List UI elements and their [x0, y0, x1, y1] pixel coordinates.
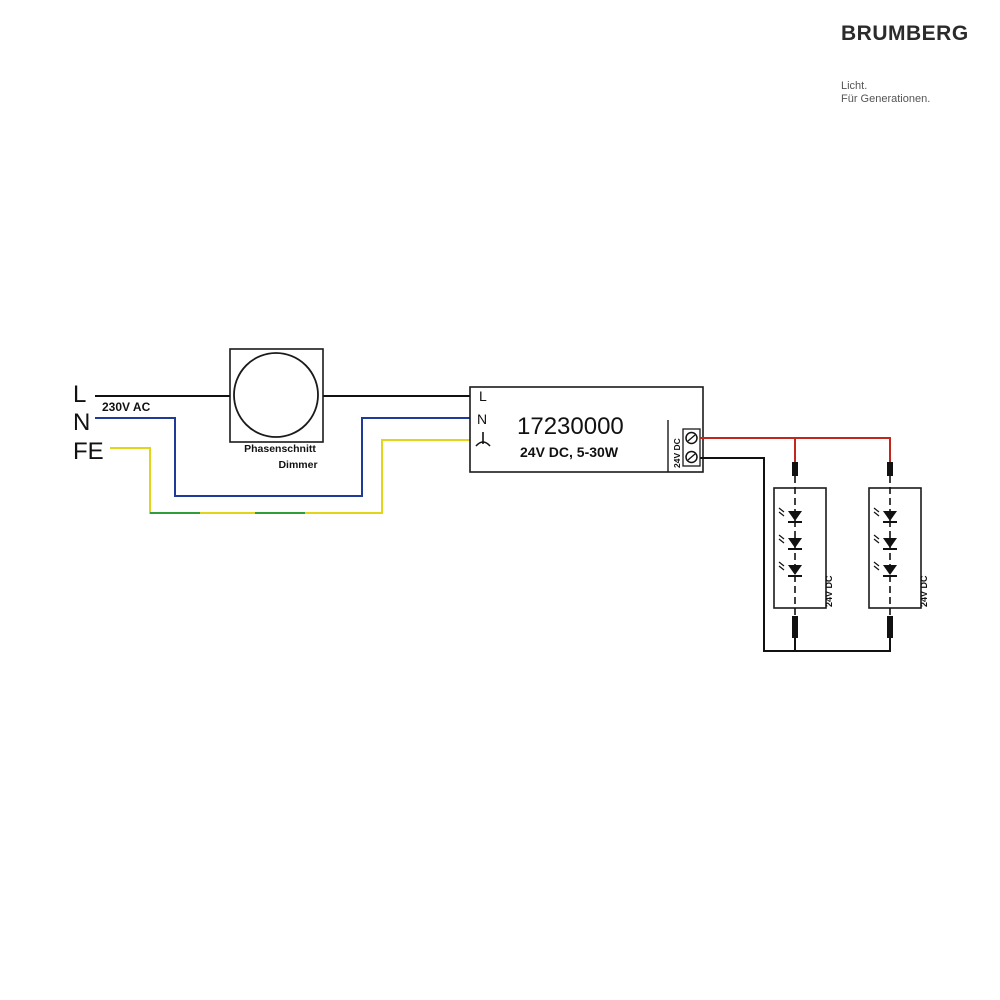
brand-tagline-line1: Licht. [841, 80, 868, 92]
led-diode-icon [778, 507, 802, 523]
led-module: 24V DC [773, 462, 834, 638]
driver-spec: 24V DC, 5-30W [520, 444, 619, 460]
brand-tagline-line2: Für Generationen. [841, 93, 931, 105]
terminal-screw-slot-icon [687, 434, 696, 442]
driver-output-label: 24V DC [672, 438, 682, 468]
dimmer-label-line2: Dimmer [278, 459, 317, 471]
dimmer-label-line1: Phasenschnitt [244, 443, 316, 455]
led-modules: 24V DC 24V DC [773, 462, 929, 638]
led-diode-icon [873, 534, 897, 550]
mains-l-label: L [73, 381, 86, 408]
brand-logo: BRUMBERG [841, 22, 969, 45]
connector-icon [887, 616, 893, 638]
brand-tagline: Licht. Für Generationen. [841, 80, 969, 106]
led-diode-icon [778, 534, 802, 550]
dimmer-knob-icon [233, 352, 319, 438]
led-diode-icon [778, 561, 802, 577]
driver-terminal-n: N [477, 411, 487, 427]
earth-symbol-icon [475, 432, 491, 447]
driver-terminal-l: L [479, 388, 487, 404]
led-module-label: 24V DC [919, 575, 929, 607]
brand-block: BRUMBERG Licht. Für Generationen. [841, 22, 969, 106]
mains-fe-label: FE [73, 438, 104, 465]
terminal-screw-slot-icon [687, 453, 696, 461]
neutral-wire [95, 417, 470, 497]
mains-voltage-label: 230V AC [102, 400, 151, 414]
led-diode-icon [873, 561, 897, 577]
driver-model-number: 17230000 [517, 413, 624, 440]
led-diode-icon [873, 507, 897, 523]
positive-wire [700, 437, 891, 462]
led-module: 24V DC [868, 462, 929, 638]
driver-housing [469, 386, 704, 473]
connector-icon [792, 616, 798, 638]
negative-wire [700, 457, 891, 652]
dimmer [229, 348, 324, 443]
mains-n-label: N [73, 409, 90, 436]
connector-icon [887, 462, 893, 476]
led-module-label: 24V DC [824, 575, 834, 607]
driver [469, 386, 704, 473]
connector-icon [792, 462, 798, 476]
